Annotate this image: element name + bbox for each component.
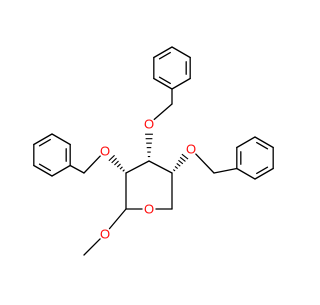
c4-o4-hashed-bond-hash <box>179 156 186 162</box>
c2-benzyloxy-oxygen-label: O <box>100 144 110 159</box>
ch2-phenyl-right-bond <box>213 167 238 174</box>
o3-ch2-bond <box>153 103 173 121</box>
ch2-phenyl-left-bond <box>69 164 85 174</box>
c3-benzyloxy-oxygen-label: O <box>144 117 154 132</box>
c4-benzyloxy-oxygen-label: O <box>186 142 196 157</box>
omethoxy-methyl-bond <box>83 238 101 256</box>
benzyl-ring-top-bond <box>171 46 191 59</box>
benzyl-ring-right-double-bond <box>256 166 269 175</box>
benzyl-ring-right-bond <box>254 136 274 149</box>
benzyl-ring-left-double-bond <box>38 138 51 147</box>
c2-o2-hashed-bond-hash <box>111 157 117 164</box>
c3-o3-hashed-bond <box>145 133 153 158</box>
c2-o2-hashed-bond-hash <box>116 163 121 168</box>
c2-o2-hashed-bond-hash <box>114 160 119 166</box>
bond-layer <box>33 46 274 256</box>
benzyl-ring-top-bond <box>153 77 173 90</box>
benzyl-ring-left-bond <box>51 164 71 177</box>
c2-o2-hashed-bond-hash <box>108 154 115 162</box>
o4-ch2-bond <box>195 153 215 174</box>
c4-o4-hashed-bond-hash <box>174 166 178 170</box>
benzyl-ring-right-double-bond <box>256 141 269 150</box>
benzyl-ring-left-double-bond <box>38 163 51 172</box>
c4-o4-hashed-bond-hash <box>178 159 184 165</box>
benzyl-ring-right-bond <box>254 167 274 180</box>
benzyl-ring-right-bond <box>236 167 256 180</box>
benzyl-ring-left-bond <box>33 164 53 177</box>
benzyl-ring-top-double-bond <box>158 51 171 60</box>
benzyl-ring-left-bond <box>33 133 53 146</box>
o2-ch2-bond <box>83 155 101 174</box>
c4-o4-hashed-bond-hash <box>172 169 176 172</box>
benzyl-ring-top-bond <box>171 77 191 90</box>
atom-label-layer: O O O O O <box>100 117 196 242</box>
benzyl-ring-top-double-bond <box>158 76 171 85</box>
c4-o4-hashed-bond <box>172 153 189 172</box>
c2-o2-hashed-bond-hash <box>122 169 125 172</box>
c2-o2-hashed-bond-hash <box>119 166 123 170</box>
c4-o4-hashed-bond-hash <box>176 162 181 167</box>
methoxy-oxygen-label: O <box>100 227 110 242</box>
benzyl-ring-top-bond <box>153 46 173 59</box>
c2-c3-bond <box>125 160 150 174</box>
structure-canvas: O O O O O <box>33 46 274 256</box>
c4-o4-hashed-bond-hash <box>181 153 189 160</box>
c2-o2-hashed-bond <box>108 154 125 172</box>
benzyl-ring-left-bond <box>51 133 71 146</box>
molecule-drawing: O O O O O <box>33 46 274 256</box>
ring-oxygen-label: O <box>144 202 154 217</box>
c3-c4-bond <box>148 160 173 174</box>
c1-omethoxy-bond <box>108 208 127 230</box>
benzyl-ring-right-bond <box>236 136 256 149</box>
